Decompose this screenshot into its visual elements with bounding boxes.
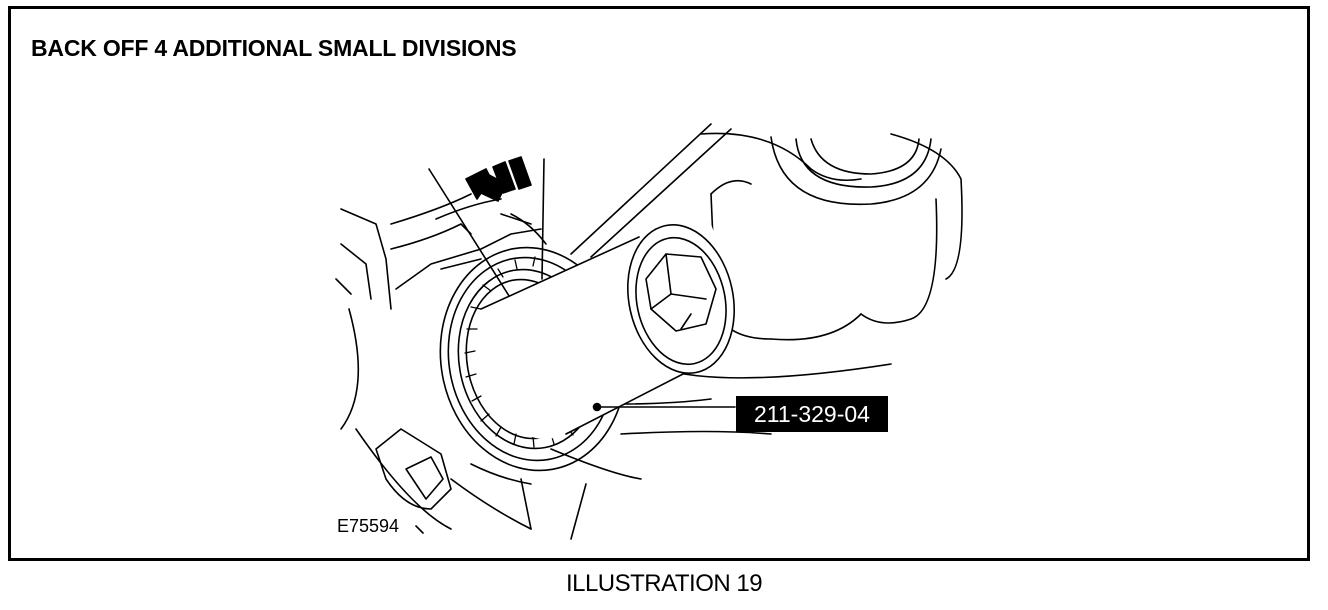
instruction-heading: BACK OFF 4 ADDITIONAL SMALL DIVISIONS (31, 35, 517, 61)
figure-code-tick (415, 525, 424, 534)
illustration-caption: ILLUSTRATION 19 (565, 570, 763, 597)
adjuster-tool-drawing (335, 123, 963, 540)
illustration-frame: BACK OFF 4 ADDITIONAL SMALL DIVISIONS (8, 6, 1310, 561)
figure-code: E75594 (337, 516, 400, 536)
tool-number-label: 211-329-04 (736, 396, 888, 432)
reference-line-right (541, 158, 545, 280)
reference-line-left (428, 168, 512, 300)
special-tool-body (480, 224, 736, 439)
callout-dot (592, 402, 602, 412)
rotation-arrow-icon (465, 156, 532, 202)
